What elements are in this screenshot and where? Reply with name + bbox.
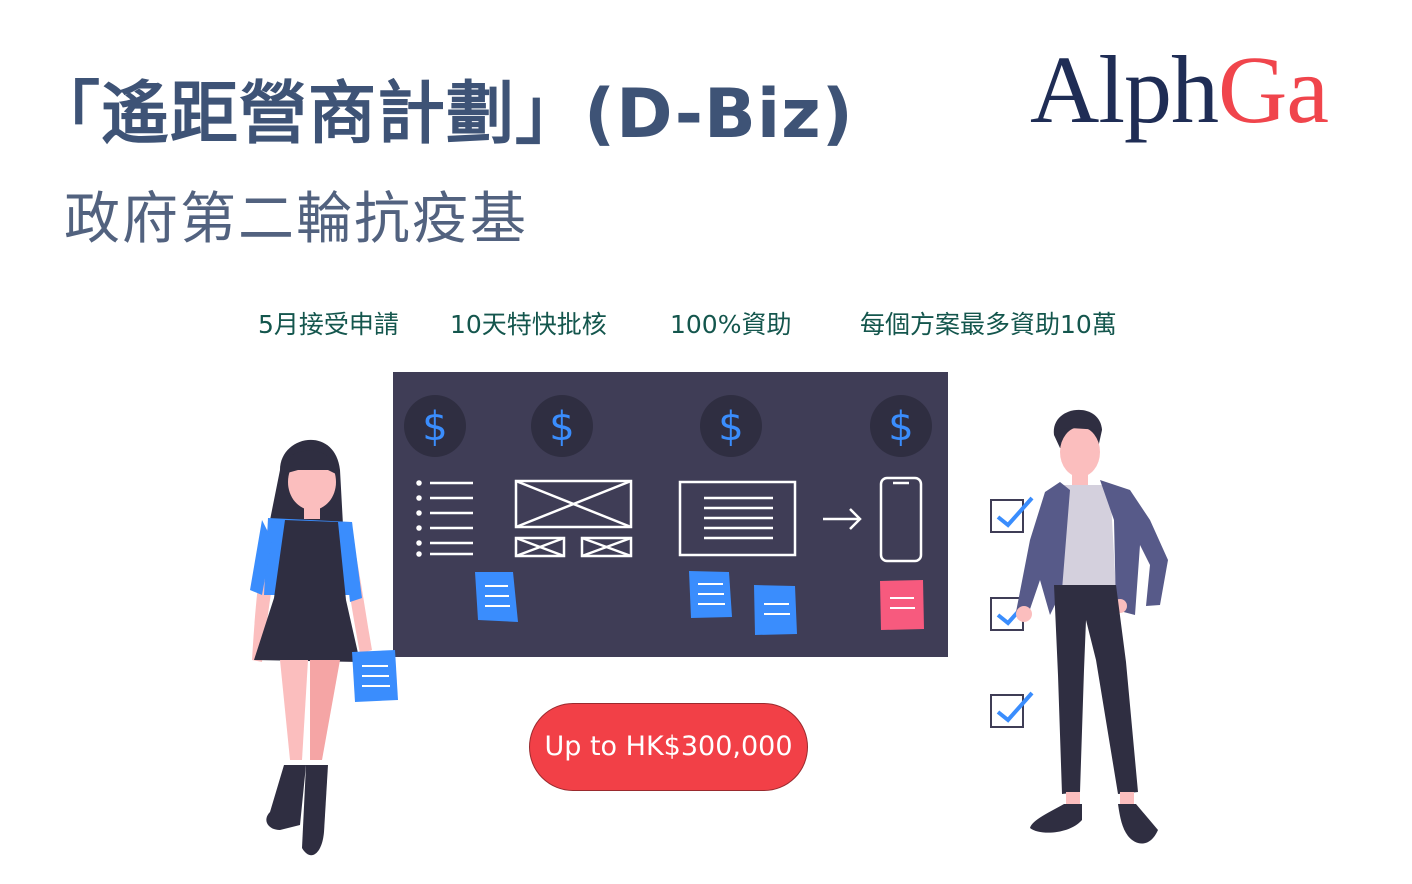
dollar-icon: $ <box>404 395 466 457</box>
feature-subsidy: 100%資助 <box>670 310 792 339</box>
page-title: 「遙距營商計劃」(D-Biz) <box>32 75 854 154</box>
feature-max-funding: 每個方案最多資助10萬 <box>860 310 1117 339</box>
page-subtitle: 政府第二輪抗疫基 <box>64 187 528 252</box>
wireframe-icon <box>514 479 633 558</box>
dollar-symbol: $ <box>888 404 913 450</box>
dollar-icon: $ <box>531 395 593 457</box>
feature-application: 5月接受申請 <box>258 310 399 339</box>
note-icon <box>754 585 797 635</box>
funding-amount-button[interactable]: Up to HK$300,000 <box>529 703 808 791</box>
dollar-icon: $ <box>700 395 762 457</box>
logo-text-part2: Ga <box>1218 36 1329 143</box>
list-icon <box>416 480 473 557</box>
dollar-symbol: $ <box>422 404 447 450</box>
document-icon <box>678 480 797 557</box>
feature-approval: 10天特快批核 <box>450 310 607 339</box>
phone-icon <box>879 476 923 563</box>
logo-text-part1: Alph <box>1030 36 1219 143</box>
note-icon <box>475 572 518 622</box>
woman-illustration <box>250 439 398 856</box>
man-illustration <box>1016 409 1168 844</box>
note-icon <box>880 580 924 630</box>
dollar-symbol: $ <box>549 404 574 450</box>
brand-logo[interactable]: AlphGa <box>1030 30 1329 150</box>
arrow-right-icon <box>823 508 862 530</box>
dollar-icon: $ <box>870 395 932 457</box>
project-board: $ $ $ $ <box>393 372 948 657</box>
dollar-symbol: $ <box>718 404 743 450</box>
checkbox-checked-icon[interactable] <box>990 496 1034 533</box>
checkbox-checked-icon[interactable] <box>990 691 1034 728</box>
note-icon <box>689 571 732 618</box>
